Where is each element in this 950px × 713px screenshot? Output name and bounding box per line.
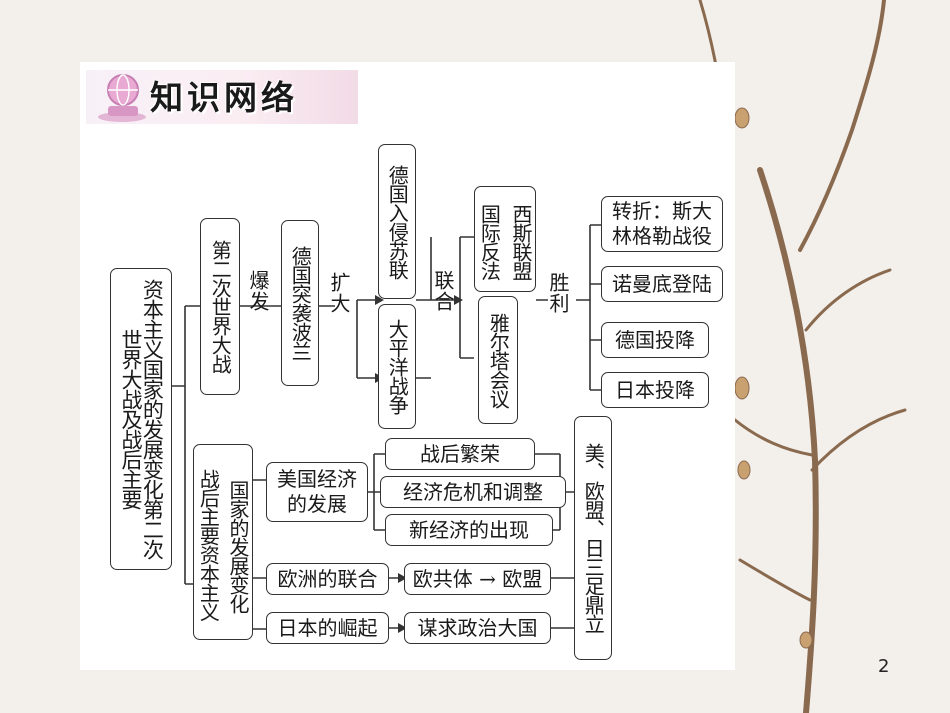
europe-result-box: 欧共体 → 欧盟 bbox=[404, 563, 551, 595]
victory-event-3: 德国投降 bbox=[615, 327, 695, 352]
outbreak-label: 爆发 bbox=[246, 270, 270, 312]
victory-event-1-box: 转折：斯大林格勒战役 bbox=[601, 196, 723, 252]
expand-event-1: 德国入侵苏联 bbox=[385, 164, 410, 279]
expand-event-2-box: 大平洋战争 bbox=[378, 304, 416, 429]
europe-result: 欧共体 → 欧盟 bbox=[412, 566, 543, 591]
page-number: 2 bbox=[878, 656, 890, 677]
wwii-topic: 第二次世界大战 bbox=[208, 240, 233, 373]
tripartite-summary: 美、欧盟、日三足鼎立 bbox=[581, 443, 606, 633]
victory-event-2-box: 诺曼底登陆 bbox=[601, 266, 723, 302]
yalta-box: 雅尔塔会议 bbox=[478, 296, 518, 424]
victory-event-4-box: 日本投降 bbox=[601, 372, 709, 408]
root-topic-box: 资本主义国家的发展变化第二次世界大战及战后主要 bbox=[110, 268, 172, 570]
us-stage-1: 战后繁荣 bbox=[420, 441, 500, 466]
wwii-topic-box: 第二次世界大战 bbox=[200, 218, 240, 395]
victory-event-3-box: 德国投降 bbox=[601, 322, 709, 358]
us-stage-2-box: 经济危机和调整 bbox=[380, 476, 566, 508]
japan-result: 谋求政治大国 bbox=[417, 615, 538, 640]
root-topic: 资本主义国家的发展变化第二次世界大战及战后主要 bbox=[119, 279, 165, 559]
expand-event-1-box: 德国入侵苏联 bbox=[378, 144, 416, 299]
us-economy: 美国经济的发展 bbox=[277, 467, 357, 516]
victory-event-1: 转折：斯大林格勒战役 bbox=[612, 199, 712, 248]
allies-text-left: 国际反法 bbox=[477, 204, 502, 280]
yalta-conference: 雅尔塔会议 bbox=[486, 312, 511, 408]
japan-box: 日本的崛起 bbox=[266, 612, 389, 644]
unite-label: 联合 bbox=[431, 270, 455, 312]
us-stage-1-box: 战后繁荣 bbox=[385, 438, 535, 470]
us-economy-box: 美国经济的发展 bbox=[266, 462, 368, 522]
allies-text-right: 西斯联盟 bbox=[509, 204, 533, 280]
expand-label: 扩大 bbox=[327, 272, 351, 314]
postwar-topic-left: 战后主要资本主义 bbox=[196, 469, 221, 621]
victory-event-2: 诺曼底登陆 bbox=[612, 271, 712, 296]
europe-union: 欧洲的联合 bbox=[277, 566, 378, 591]
us-stage-3-box: 新经济的出现 bbox=[385, 514, 553, 546]
page-title: 知识网络 bbox=[150, 78, 298, 117]
allies-box: 西斯联盟 国际反法 bbox=[474, 186, 536, 292]
outbreak-event-box: 德国突袭波兰 bbox=[281, 220, 319, 386]
globe-icon bbox=[98, 74, 146, 122]
us-stage-2: 经济危机和调整 bbox=[403, 479, 543, 504]
postwar-topic-box: 国家的发展变化 战后主要资本主义 bbox=[193, 444, 253, 640]
us-stage-3: 新经济的出现 bbox=[409, 517, 529, 542]
japan-rise: 日本的崛起 bbox=[277, 615, 378, 640]
europe-box: 欧洲的联合 bbox=[266, 563, 389, 595]
title-banner bbox=[86, 70, 358, 124]
tripartite-box: 美、欧盟、日三足鼎立 bbox=[574, 416, 612, 660]
postwar-topic-right: 国家的发展变化 bbox=[226, 479, 250, 613]
expand-event-2: 大平洋战争 bbox=[385, 319, 410, 414]
japan-result-box: 谋求政治大国 bbox=[404, 612, 551, 644]
victory-label: 胜利 bbox=[546, 272, 570, 314]
victory-event-4: 日本投降 bbox=[615, 377, 695, 402]
outbreak-event: 德国突袭波兰 bbox=[288, 246, 313, 360]
